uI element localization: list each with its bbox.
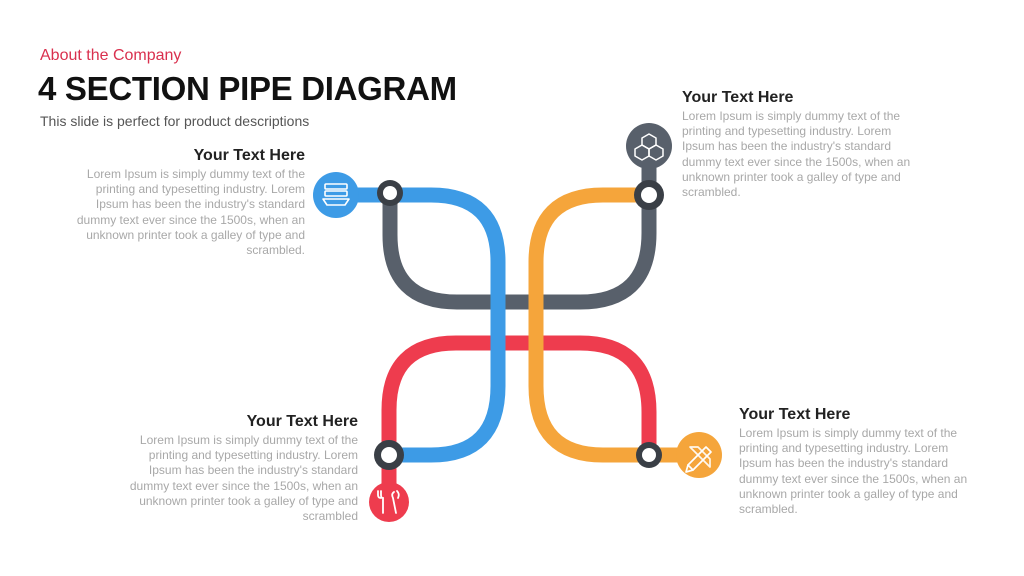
pencil-ruler-icon	[676, 432, 722, 478]
node-bottom-left	[374, 440, 404, 470]
section-heading-bottom-left: Your Text Here	[246, 413, 358, 430]
page-subtitle: This slide is perfect for product descri…	[40, 113, 310, 129]
page-title: 4 SECTION PIPE DIAGRAM	[38, 70, 457, 107]
node-bottom-right	[636, 442, 662, 468]
section-heading-top-left: Your Text Here	[193, 147, 305, 164]
pipe-orange	[528, 187, 707, 463]
section-heading-bottom-right: Your Text Here	[739, 406, 851, 423]
cubes-icon	[626, 123, 672, 169]
section-body-top-right: Lorem Ipsum is simply dummy text of the …	[682, 109, 911, 200]
node-top-left	[377, 180, 403, 206]
section-body-bottom-right: Lorem Ipsum is simply dummy text of the …	[739, 426, 968, 517]
pipe-red	[381, 335, 657, 513]
section-body-top-left: Lorem Ipsum is simply dummy text of the …	[76, 167, 305, 258]
pipe-blue	[328, 187, 506, 463]
books-icon	[313, 172, 359, 218]
node-top-right	[634, 180, 664, 210]
kicker-text: About the Company	[40, 47, 182, 64]
tools-icon	[369, 482, 409, 522]
section-body-bottom-left: Lorem Ipsum is simply dummy text of the …	[129, 433, 358, 524]
section-heading-top-right: Your Text Here	[682, 89, 794, 106]
pipe-gray	[382, 142, 657, 310]
